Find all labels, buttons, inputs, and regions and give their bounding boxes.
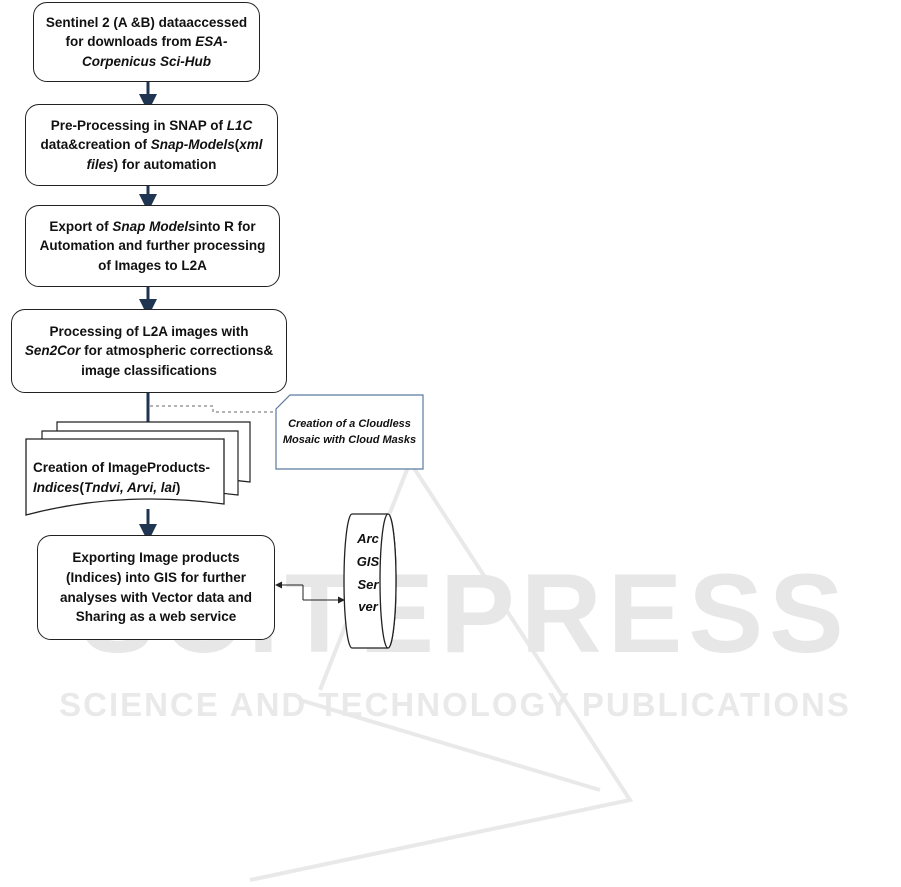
- step-preprocess-text-part: (: [234, 137, 240, 153]
- products-text: Creation of ImageProducts- Indices(Tndvi,…: [33, 460, 210, 495]
- server-cylinder: [343, 513, 397, 649]
- step-sen2cor-text: Processing of L2A images with Sen2Cor fo…: [20, 322, 278, 381]
- server-line-2: GIS: [356, 553, 380, 569]
- step-gis: Exporting Image products (Indices) into …: [37, 535, 275, 640]
- products-text-part: (: [79, 479, 85, 495]
- step-export-text-part: into R for Automation and further proces…: [39, 218, 266, 273]
- step-download-text: Sentinel 2 (A &B) dataaccessed for downl…: [42, 13, 251, 72]
- watermark-tagline: SCIENCE AND TECHNOLOGY PUBLICATIONS: [59, 686, 851, 723]
- step-sen2cor-text-part: Sen2Cor: [24, 343, 81, 359]
- step-download: Sentinel 2 (A &B) dataaccessed for downl…: [33, 2, 260, 82]
- products-text-part: ): [175, 479, 181, 495]
- note-shape: [275, 394, 424, 470]
- arcgis-server-label: Arc GIS Ser ver: [346, 528, 390, 619]
- step-preprocess-text-part: Pre-Processing in SNAP of: [50, 117, 227, 133]
- products-text-part: Creation of ImageProducts-: [33, 460, 211, 475]
- step-sen2cor-text-part: for atmospheric corrections& image class…: [80, 343, 274, 378]
- step-export-text-part: Export of: [49, 218, 113, 234]
- products-text-part: Tndvi, Arvi, lai: [84, 479, 176, 495]
- step-sen2cor: Processing of L2A images with Sen2Cor fo…: [11, 309, 287, 393]
- step-preprocess-text-part: ) for automation: [113, 156, 217, 172]
- step-preprocess-text-part: data&creation of: [40, 137, 151, 153]
- server-line-1: Arc: [357, 531, 379, 546]
- note-line-2: Mosaic with Cloud Masks: [282, 434, 417, 446]
- step-export-text: Export of Snap Modelsinto R for Automati…: [34, 217, 271, 276]
- step-gis-text-part: Exporting Image products (Indices) into …: [59, 550, 253, 625]
- step-preprocess-text-part: L1C: [226, 117, 253, 133]
- step-preprocess-text-part: xml files: [86, 137, 263, 172]
- products-label: Creation of ImageProducts- Indices(Tndvi,…: [33, 458, 233, 497]
- step-preprocess-text: Pre-Processing in SNAP of L1C data&creat…: [34, 116, 269, 175]
- dashed-link: [150, 405, 276, 413]
- server-line-4: ver: [358, 599, 378, 615]
- doc-front: [25, 438, 225, 516]
- step-download-text-part: Sentinel 2 (A &B) dataaccessed for downl…: [45, 14, 248, 50]
- server-line-3: Ser: [357, 576, 379, 592]
- step-export: Export of Snap Modelsinto R for Automati…: [25, 205, 280, 287]
- cloudless-mosaic-note: Creation of a Cloudless Mosaic with Clou…: [276, 395, 423, 469]
- step-sen2cor-text-part: Processing of L2A images with: [49, 323, 249, 339]
- note-line-1: Creation of a Cloudless: [288, 417, 411, 430]
- step-gis-text: Exporting Image products (Indices) into …: [46, 548, 266, 626]
- step-preprocess: Pre-Processing in SNAP of L1C data&creat…: [25, 104, 278, 186]
- step-export-text-part: Snap Models: [112, 218, 196, 234]
- step-download-text-part: ESA-Corpenicus Sci-Hub: [81, 34, 228, 69]
- step-preprocess-text-part: Snap-Models: [150, 137, 235, 153]
- products-text-part: Indices: [33, 479, 80, 495]
